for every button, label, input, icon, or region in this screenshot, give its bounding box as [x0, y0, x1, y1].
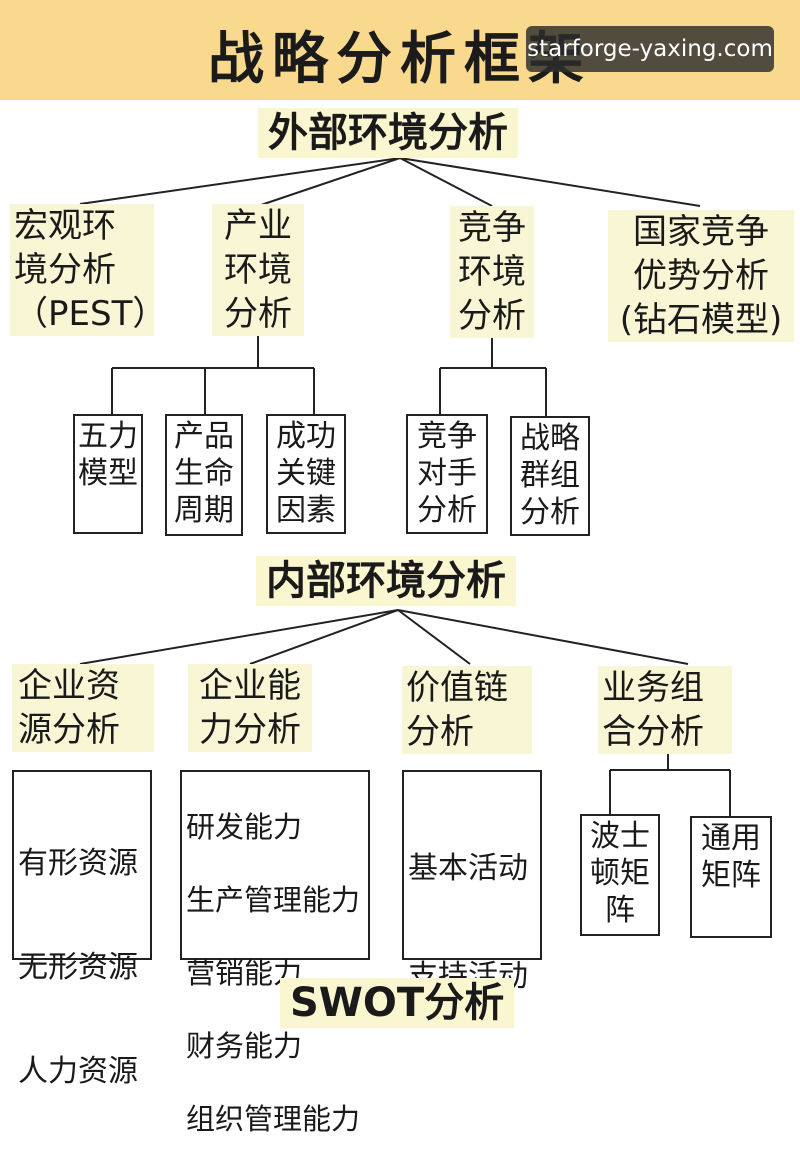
connector-line	[79, 157, 401, 205]
connector-line	[257, 157, 401, 207]
capabilities-list-box: 研发能力 生产管理能力 营销能力 财务能力 组织管理能力	[180, 770, 370, 1136]
list-item: 研发能力	[186, 809, 303, 844]
connector-line	[399, 157, 493, 207]
connector-line	[397, 609, 689, 665]
portfolio-analysis-node: 业务组 合分析	[598, 666, 732, 754]
strategic-groups-box: 战略 群组 分析	[510, 416, 590, 536]
competition-environment-node: 竞争 环境 分析	[450, 206, 534, 338]
value-chain-list-box: 基本活动 支持活动	[402, 770, 542, 994]
swot-heading: SWOT分析	[280, 978, 515, 1028]
connector-line	[399, 157, 701, 207]
list-item: 基本活动	[408, 851, 528, 886]
value-chain-node: 价值链 分析	[402, 666, 532, 754]
list-item: 无形资源	[18, 950, 138, 985]
external-analysis-heading: 外部环境分析	[258, 108, 518, 158]
list-item: 财务能力	[186, 1028, 303, 1063]
ge-matrix-box: 通用 矩阵	[690, 816, 772, 938]
bcg-matrix-box: 波士 顿矩 阵	[580, 814, 660, 936]
page-title: 战略分析框架	[208, 26, 592, 92]
connector-line	[397, 609, 471, 665]
connector-line	[79, 609, 399, 665]
watermark: starforge-yaxing.com	[526, 26, 774, 72]
connector-lines	[79, 157, 731, 816]
competitor-analysis-box: 竞争 对手 分析	[406, 414, 488, 534]
list-item: 人力资源	[18, 1054, 138, 1089]
list-item: 有形资源	[18, 846, 138, 881]
list-item: 组织管理能力	[186, 1101, 361, 1136]
internal-analysis-heading: 内部环境分析	[256, 556, 516, 606]
five-forces-box: 五力 模型	[73, 414, 143, 534]
connector-line	[249, 609, 399, 665]
national-advantage-node: 国家竞争 优势分析 (钻石模型)	[608, 210, 794, 342]
capability-analysis-node: 企业能 力分析	[188, 664, 312, 752]
product-lifecycle-box: 产品 生命 周期	[165, 414, 243, 536]
key-success-factors-box: 成功 关键 因素	[266, 414, 346, 534]
resource-analysis-node: 企业资 源分析	[12, 664, 154, 752]
macro-environment-node: 宏观环 境分析 （PEST）	[10, 204, 166, 336]
list-item: 生产管理能力	[186, 882, 361, 917]
resources-list-box: 有形资源 无形资源 人力资源	[12, 770, 152, 1089]
industry-environment-node: 产业 环境 分析	[212, 204, 304, 336]
